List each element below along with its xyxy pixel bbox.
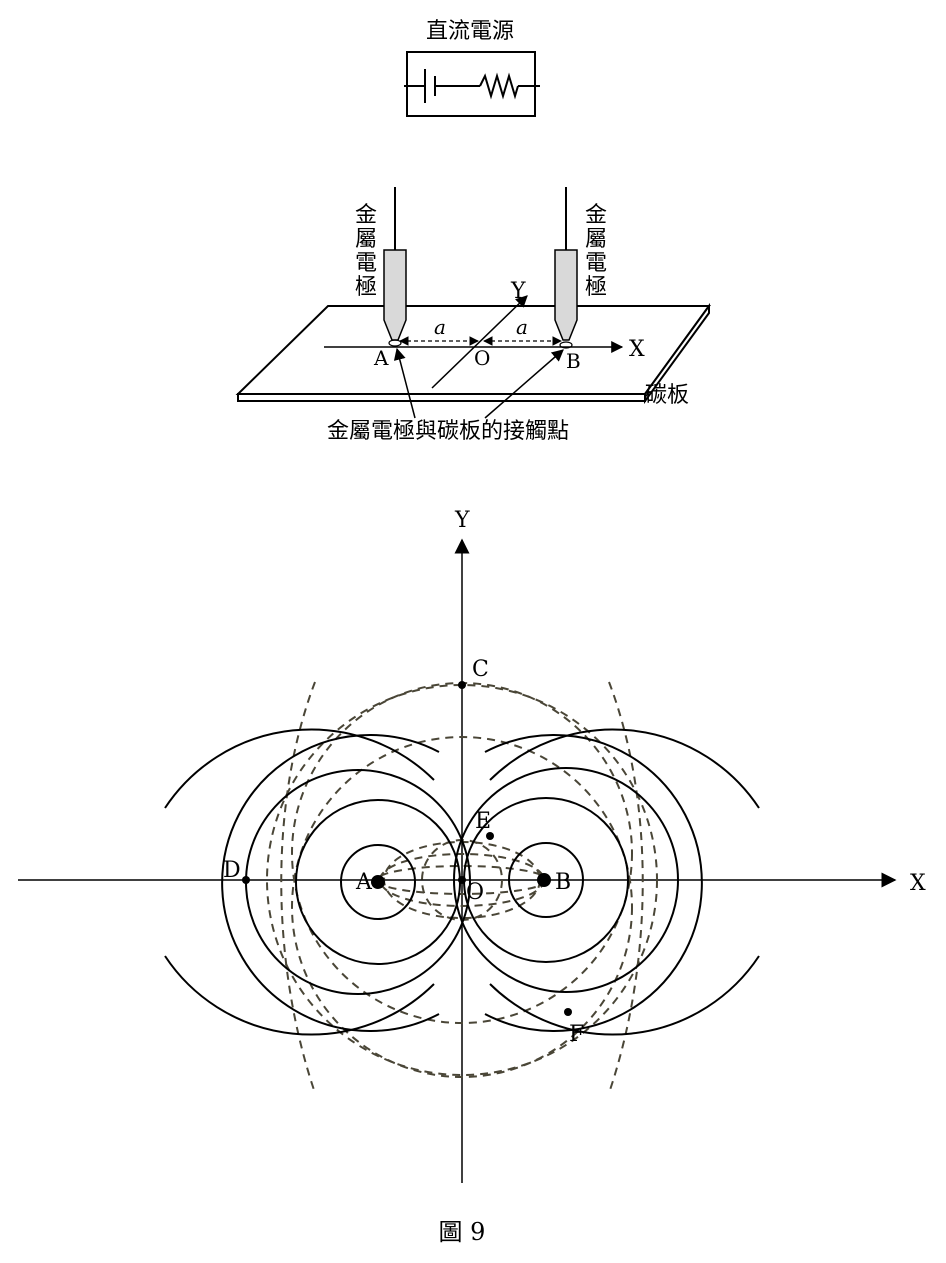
field-line-circle-outer <box>266 684 658 1076</box>
equipotential-b-4 <box>484 734 703 1032</box>
x-axis-label: X <box>910 871 926 896</box>
label-a: A <box>355 870 373 895</box>
plate-point-b: B <box>566 349 581 373</box>
svg-text:電: 電 <box>585 251 607 276</box>
distance-label-right: a <box>516 315 528 339</box>
equipotential-b-5-bottom <box>489 955 760 1036</box>
points <box>242 681 572 1016</box>
svg-text:屬: 屬 <box>355 227 377 252</box>
figure-caption: 圖 9 <box>439 1218 486 1246</box>
distance-label-left: a <box>434 315 446 339</box>
equipotential-b-1 <box>508 842 584 918</box>
svg-text:金: 金 <box>585 203 607 228</box>
label-b: B <box>555 870 571 895</box>
field-line-right-outer <box>608 681 644 1094</box>
plate-y-axis <box>431 295 528 389</box>
contact-label: 金屬電極與碳板的接觸點 <box>327 419 569 444</box>
plate-origin: O <box>474 346 490 370</box>
label-d: D <box>223 858 241 883</box>
equipotential-a-5-bottom <box>164 955 435 1036</box>
electrode-right-label: 金 屬 電 極 <box>585 203 607 300</box>
svg-text:極: 極 <box>355 275 377 300</box>
field-line-left-outer <box>280 681 316 1094</box>
point-f-dot <box>564 1008 572 1016</box>
plate-y-label: Y <box>510 279 526 304</box>
battery-resistor-icon <box>404 69 540 103</box>
svg-text:電: 電 <box>355 251 377 276</box>
equipotential-a-4 <box>221 734 440 1032</box>
electrode-left-label: 金 屬 電 極 <box>355 203 377 300</box>
contact-arrow-a <box>393 347 416 419</box>
svg-text:金: 金 <box>355 203 377 228</box>
equipotential-b-3 <box>453 767 679 993</box>
carbon-plate <box>235 302 711 405</box>
label-f: F <box>569 1022 584 1047</box>
point-b-dot <box>537 873 551 887</box>
power-supply-box <box>406 51 536 117</box>
carbon-label: 碳板 <box>645 383 689 408</box>
svg-text:屬: 屬 <box>585 227 607 252</box>
power-label: 直流電源 <box>426 19 514 44</box>
contact-arrow-b <box>484 349 564 419</box>
point-d-dot <box>242 876 250 884</box>
equipotential-a-1 <box>340 844 416 920</box>
equipotential-b-5-top <box>489 728 760 809</box>
label-e: E <box>475 809 491 834</box>
point-c-dot <box>458 681 466 689</box>
field-plot: X Y <box>18 508 926 1183</box>
electrode-right <box>554 187 578 349</box>
y-axis-label: Y <box>454 508 470 533</box>
label-o: O <box>466 880 484 905</box>
point-e-dot <box>486 832 494 840</box>
equipotential-a-5-top <box>164 728 435 809</box>
label-c: C <box>472 657 489 682</box>
origin-dot <box>458 876 466 884</box>
plate-point-a: A <box>373 346 389 370</box>
svg-text:極: 極 <box>585 275 607 300</box>
point-a-dot <box>371 875 385 889</box>
equipotential-lines <box>164 728 760 1036</box>
apparatus: 直流電源 碳板 X Y a a <box>235 19 711 444</box>
electrode-left <box>383 187 407 347</box>
plate-x-label: X <box>629 337 645 362</box>
field-line-circle-upper <box>291 736 633 1078</box>
